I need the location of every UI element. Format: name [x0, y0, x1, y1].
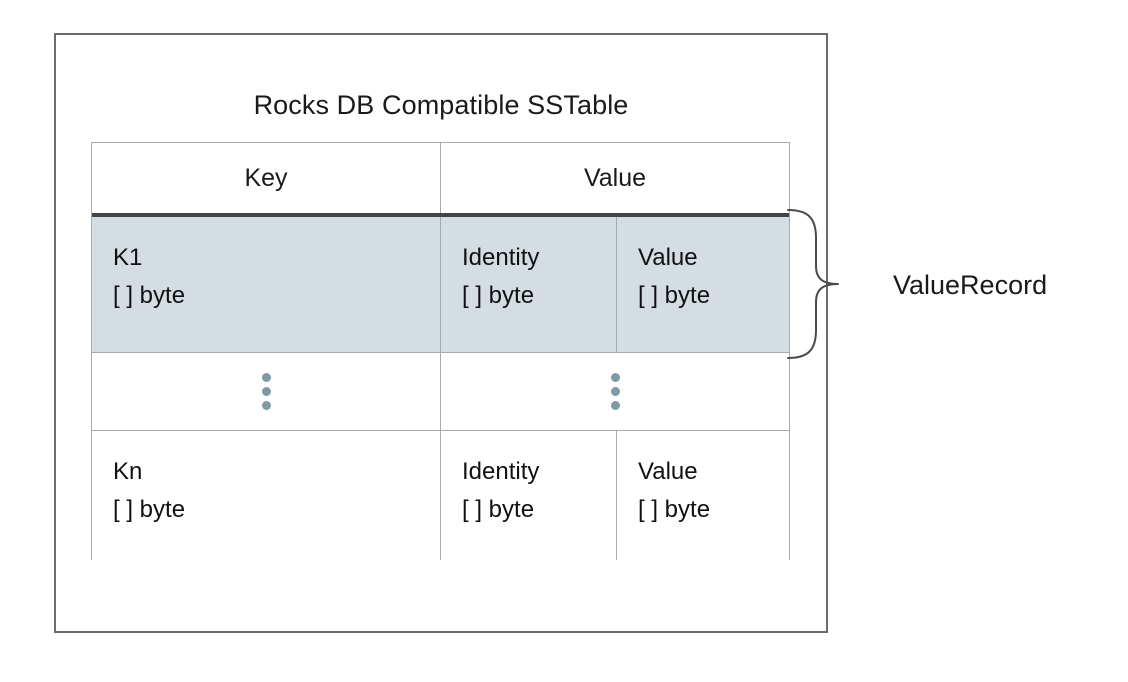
dot	[611, 387, 620, 396]
identity-type: [ ] byte	[462, 496, 535, 523]
dot	[611, 401, 620, 410]
column-header-value: Value	[440, 143, 789, 213]
dot	[611, 373, 620, 382]
table-row-ellipsis	[92, 353, 789, 431]
cell-identity: Identity [ ] byte	[440, 431, 616, 560]
table-row: Kn [ ] byte Identity [ ] byte Value [ ] …	[92, 431, 789, 560]
cell-value: Value [ ] byte	[616, 431, 789, 560]
annotation-label-valuerecord: ValueRecord	[893, 270, 1048, 300]
value-name: Value	[638, 244, 698, 271]
cell-identity: Identity [ ] byte	[440, 217, 616, 352]
key-type: [ ] byte	[113, 282, 186, 309]
key-name: K1	[113, 244, 143, 271]
identity-name: Identity	[462, 458, 540, 485]
table-header-row: Key Value	[92, 143, 789, 217]
diagram-title: Rocks DB Compatible SSTable	[253, 90, 629, 120]
dot	[261, 387, 271, 396]
key-type: [ ] byte	[113, 496, 186, 523]
identity-type: [ ] byte	[462, 282, 535, 309]
cell-value: Value [ ] byte	[616, 217, 789, 352]
vertical-ellipsis-icon-key	[92, 353, 440, 430]
vertical-ellipsis-icon-value	[440, 353, 790, 430]
value-name: Value	[638, 458, 698, 485]
cell-key: K1 [ ] byte	[92, 217, 440, 352]
cell-key: Kn [ ] byte	[92, 431, 440, 560]
identity-name: Identity	[462, 244, 540, 271]
value-type: [ ] byte	[638, 282, 711, 309]
curly-brace-icon	[786, 208, 856, 360]
sstable-table: Key Value K1 [ ] byte Identity [ ] byte …	[91, 142, 790, 560]
dot	[261, 401, 271, 410]
column-header-key: Key	[244, 163, 288, 192]
key-name: Kn	[113, 458, 143, 485]
table-row: K1 [ ] byte Identity [ ] byte Value [ ] …	[92, 217, 789, 353]
dot	[261, 373, 271, 382]
value-type: [ ] byte	[638, 496, 711, 523]
